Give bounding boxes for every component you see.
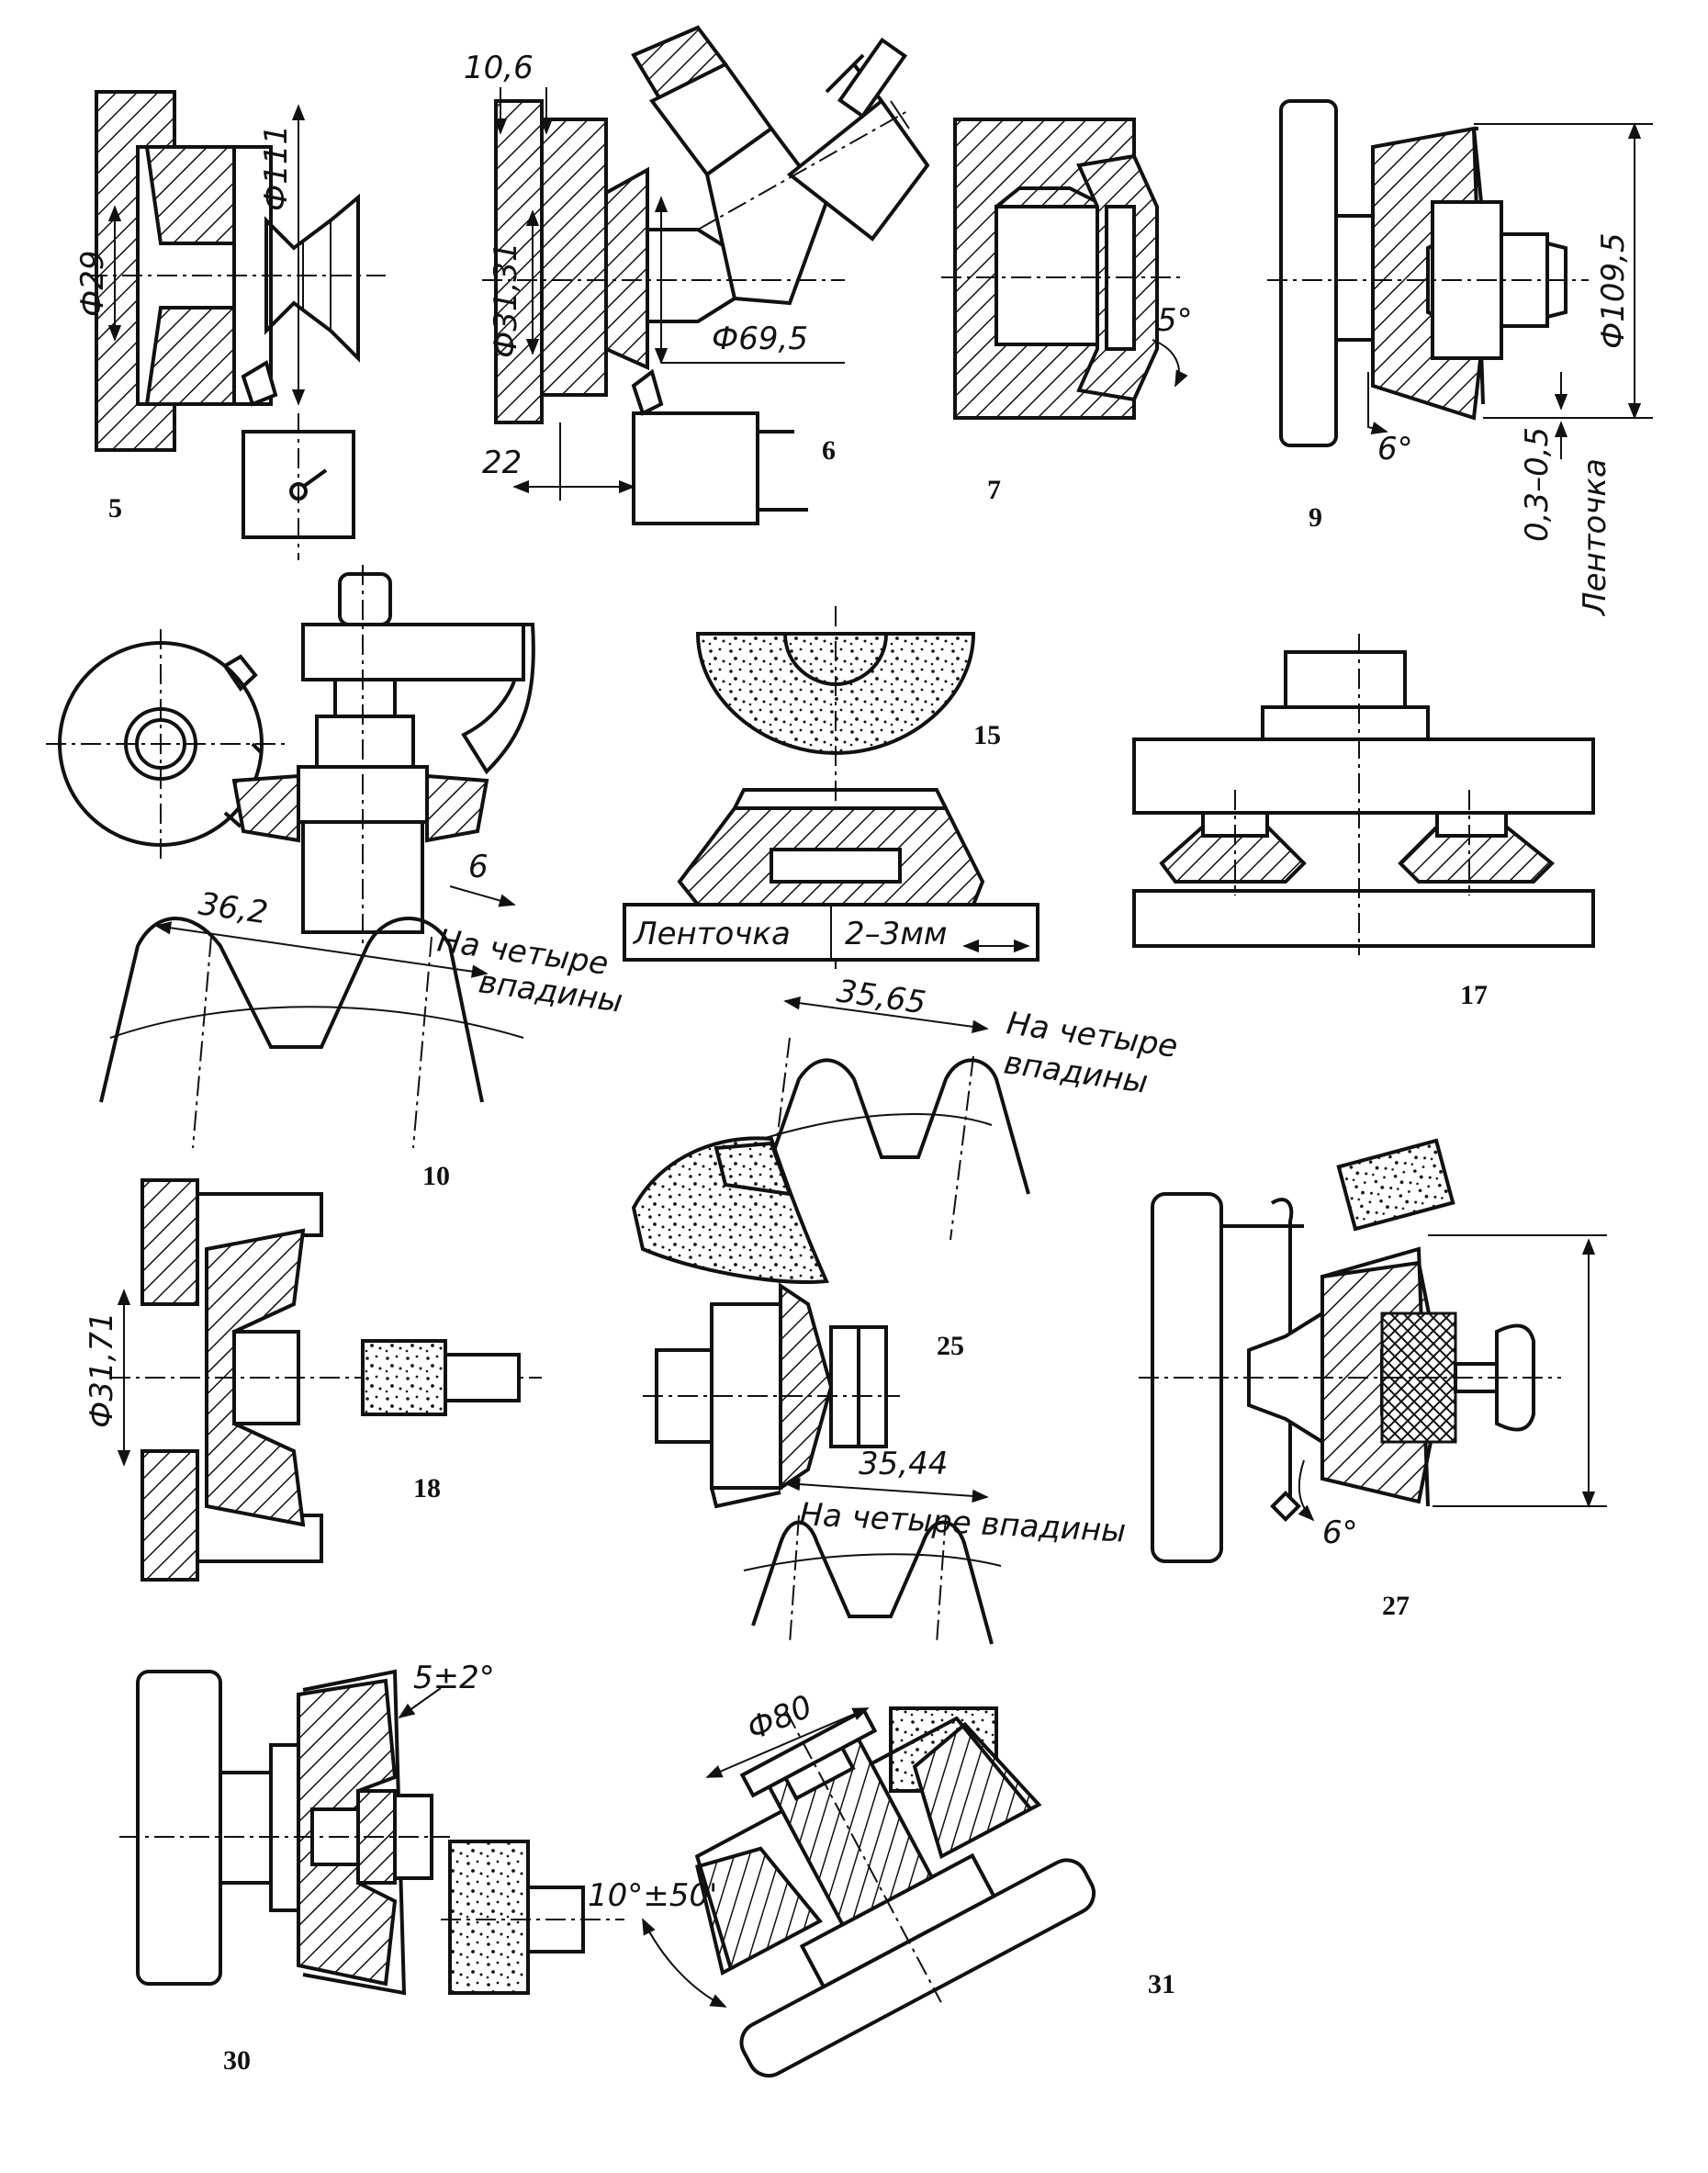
- fig15-land-label: Ленточка: [632, 916, 791, 952]
- figure-18: Ф31,71 18: [84, 1178, 542, 1582]
- fig30-number: 30: [223, 2045, 251, 2076]
- figure-10: 6 36,2 На четыре впадины 10: [46, 565, 625, 1191]
- fig18-number: 18: [413, 1473, 441, 1503]
- fig6-diameter-large: Ф69,5: [712, 321, 808, 357]
- figure-6: 10,6 Ф31,31 Ф69,5 22 6: [464, 25, 930, 525]
- fig5-diameter-large: Ф111: [258, 125, 295, 211]
- fig17-number: 17: [1460, 980, 1488, 1010]
- fig15-land-width: 2–3мм: [845, 916, 948, 952]
- fig31-number: 31: [1148, 1969, 1175, 1999]
- figure-5: Ф29 Ф111 5: [74, 90, 386, 560]
- fig15-number: 15: [973, 720, 1001, 750]
- fig9-angle: 6°: [1377, 431, 1413, 467]
- figure-9: Ф109,5 6° 0,3–0,5 Ленточка 9: [1267, 99, 1653, 617]
- fig9-land-label: Ленточка: [1577, 458, 1613, 617]
- fig9-diameter: Ф109,5: [1595, 232, 1632, 349]
- figure-31: Ф80 10°±50' 31: [441, 1688, 1175, 2078]
- fig31-angle: 10°±50': [588, 1877, 717, 1914]
- figure-25: 35,65 На четыре впадины 35,44 На четыре …: [631, 973, 1180, 1645]
- fig7-angle: 5°: [1157, 302, 1193, 339]
- figure-7: 5° 7: [941, 118, 1193, 505]
- fig9-number: 9: [1309, 502, 1322, 533]
- fig6-offset: 10,6: [464, 50, 534, 86]
- fig25-number: 25: [937, 1331, 964, 1361]
- figure-27: 6° 27: [1139, 1138, 1607, 1621]
- fig10-number: 10: [422, 1161, 450, 1191]
- fig6-length: 22: [482, 445, 522, 481]
- figure-15: Ленточка 2–3мм 15: [623, 606, 1039, 969]
- fig27-angle: 6°: [1322, 1514, 1358, 1551]
- fig9-land-width: 0,3–0,5: [1519, 427, 1556, 542]
- fig5-diameter-small: Ф29: [74, 250, 111, 317]
- fig25-span-upper: 35,65: [835, 973, 928, 1021]
- fig6-number: 6: [822, 435, 836, 466]
- fig10-span: 36,2: [197, 885, 271, 931]
- fig31-diameter: Ф80: [742, 1688, 817, 1748]
- figure-30: 5±2° 30: [119, 1660, 495, 2076]
- fig25-span-lower: 35,44: [859, 1446, 948, 1482]
- fig5-number: 5: [108, 493, 122, 524]
- fig10-chamfer: 6: [468, 849, 489, 885]
- fig27-number: 27: [1382, 1591, 1410, 1621]
- fig30-angle: 5±2°: [413, 1660, 495, 1696]
- figure-17: 17: [1132, 634, 1595, 1010]
- fig18-diameter: Ф31,71: [84, 1312, 120, 1428]
- fig6-diameter-small: Ф31,31: [488, 242, 524, 358]
- fig7-number: 7: [987, 475, 1001, 505]
